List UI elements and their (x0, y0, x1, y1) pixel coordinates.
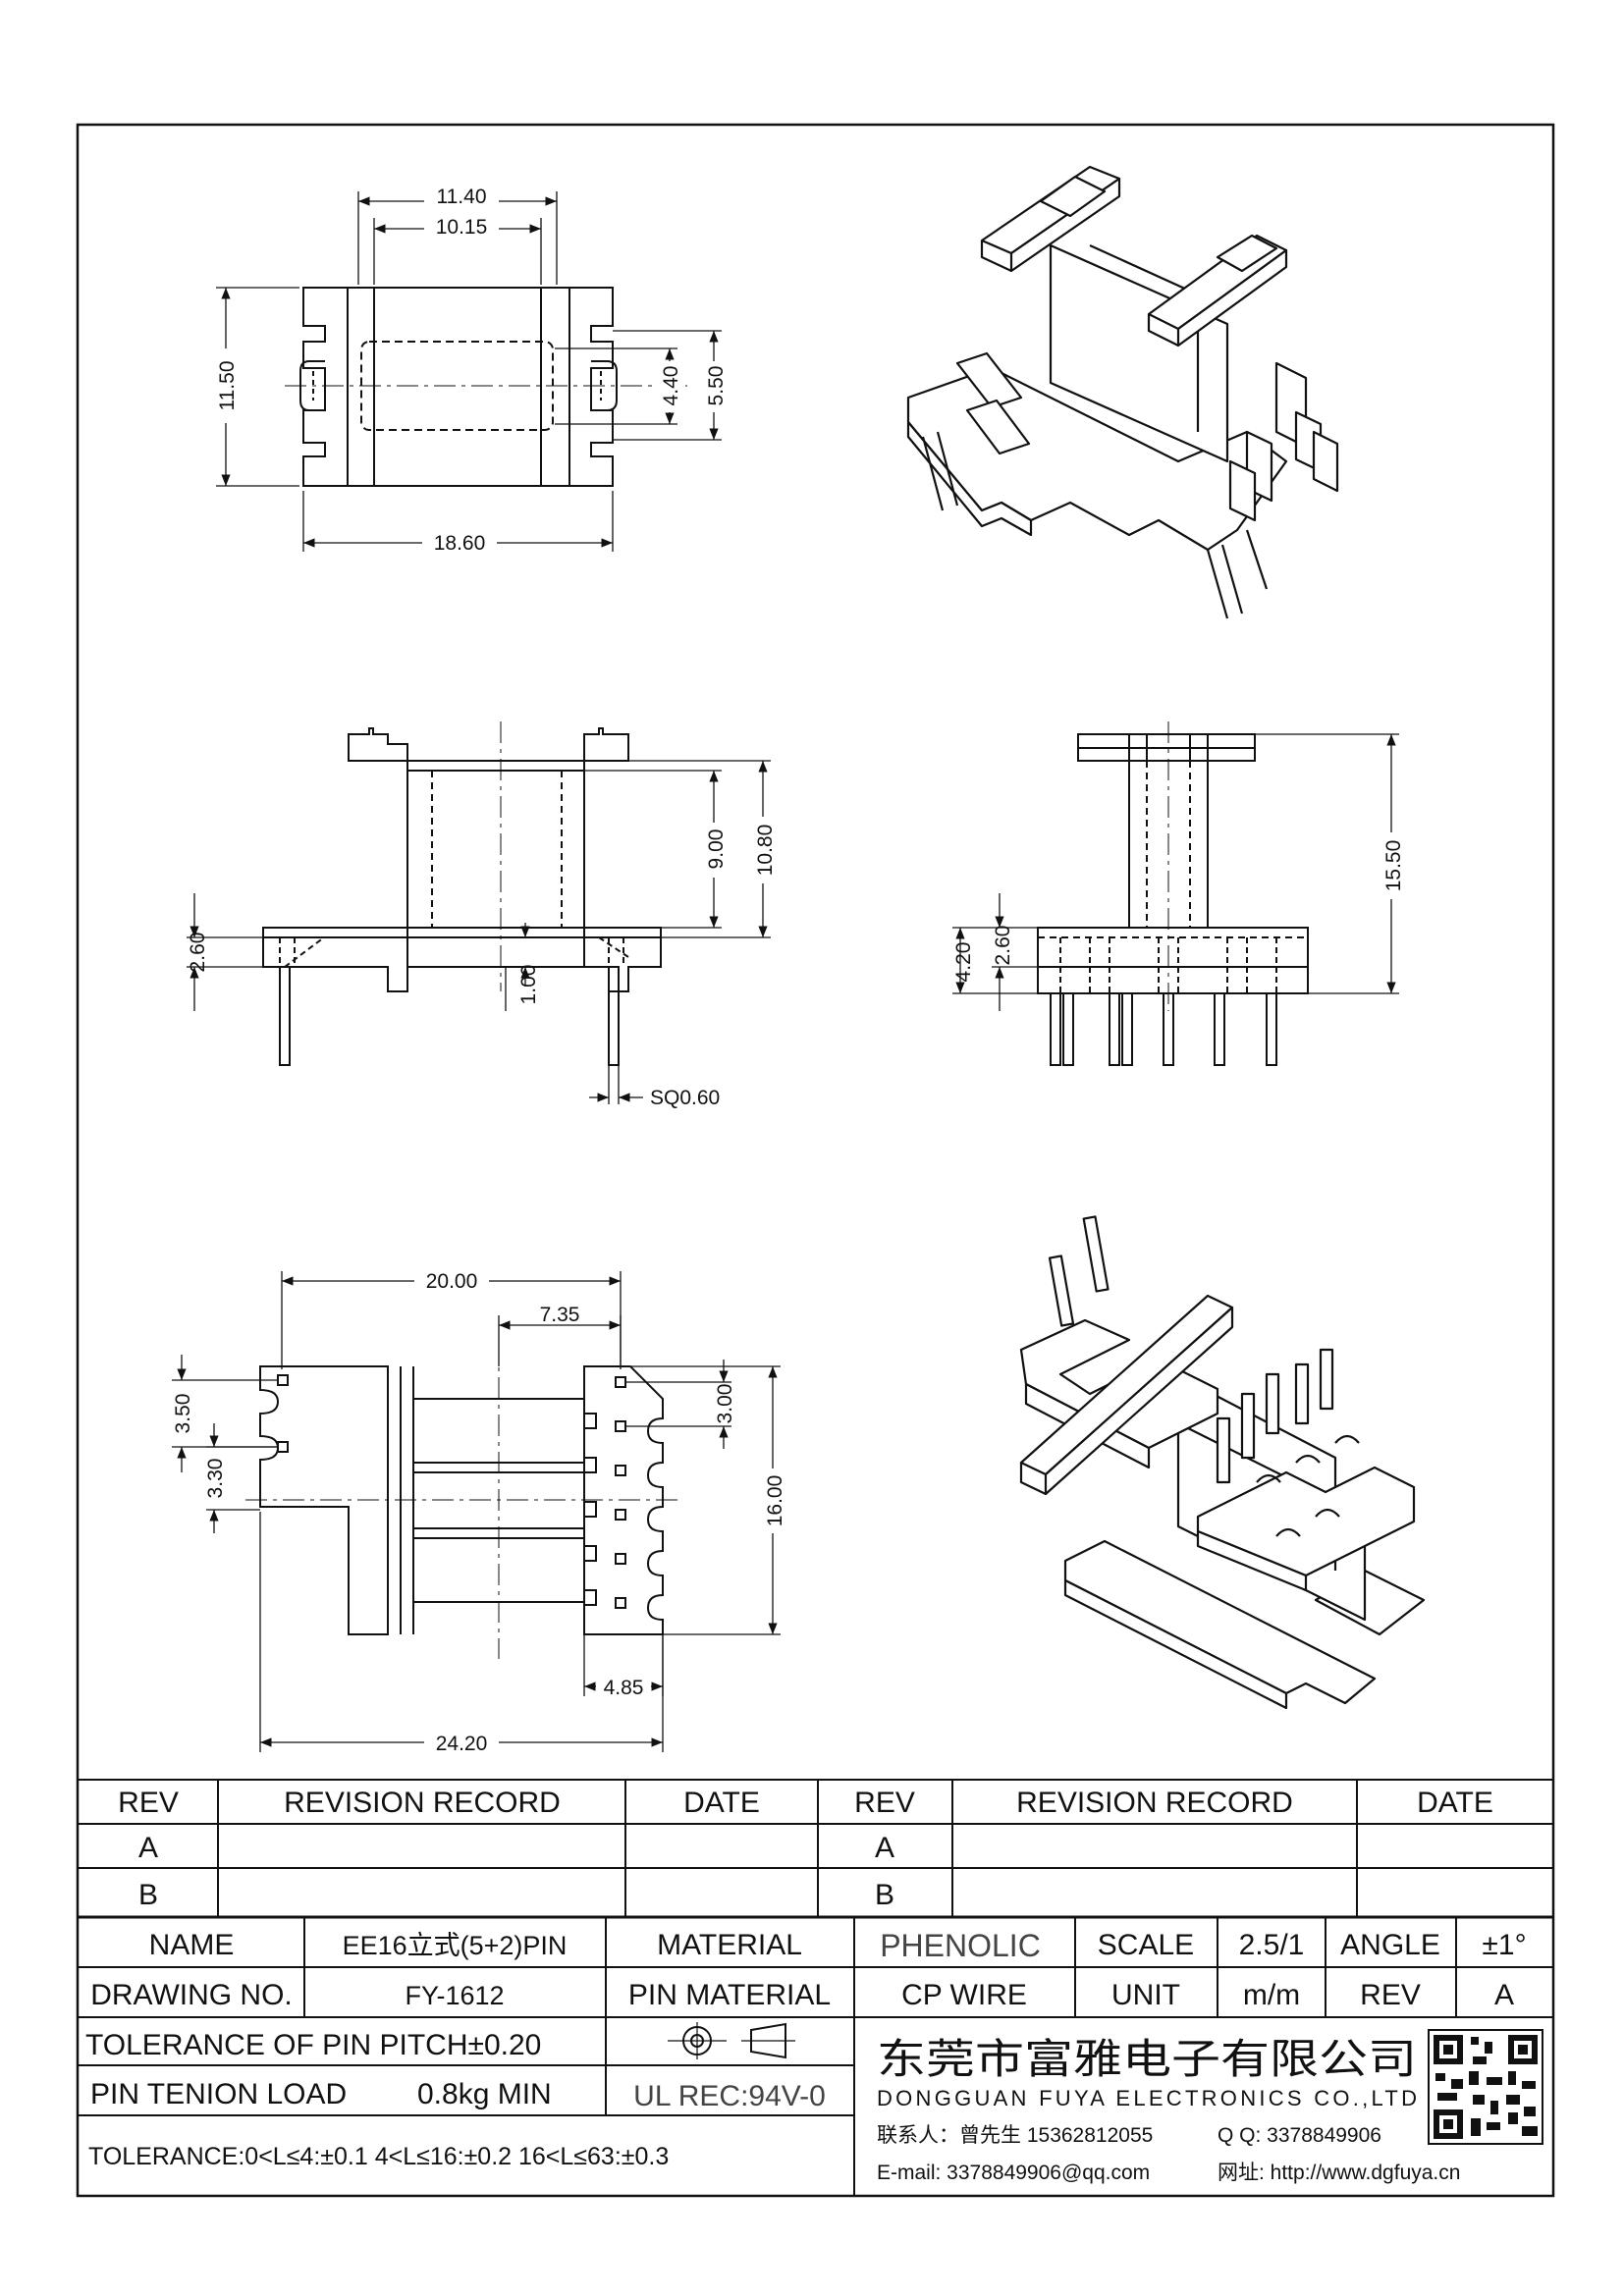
dim-3-30: 3.30 (204, 1459, 227, 1499)
dim-2-60-side: 2.60 (992, 926, 1014, 966)
date-header-2: DATE (1417, 1787, 1493, 1819)
dim-4-20: 4.20 (952, 942, 975, 983)
angle-value: ±1° (1482, 1929, 1526, 1961)
bottom-view (245, 1340, 677, 1659)
dim-20-00: 20.00 (426, 1270, 478, 1293)
dim-3-50: 3.50 (172, 1394, 194, 1434)
drawing-no-value: FY-1612 (405, 1981, 504, 2010)
front-view (262, 721, 662, 1066)
rev-label: REV (1360, 1979, 1421, 2011)
pin-tenion-value: 0.8kg MIN (417, 2078, 552, 2110)
side-view-dimensions (952, 733, 1399, 1011)
company-email: E-mail: 3378849906@qq.com (877, 2162, 1150, 2184)
rev-value: A (1494, 1979, 1514, 2011)
dim-11-40: 11.40 (437, 186, 487, 208)
qr-code-icon (1428, 2029, 1543, 2145)
dim-2-60-front: 2.60 (187, 933, 209, 973)
isometric-view-top (906, 165, 1339, 619)
dim-18-60: 18.60 (434, 532, 486, 555)
rev-header-1: REV (118, 1787, 179, 1819)
revision-table (78, 1779, 1553, 1919)
ul-rec: UL REC:94V-0 (633, 2080, 826, 2112)
company-name-en: DONGGUAN FUYA ELECTRONICS CO.,LTD (877, 2086, 1417, 2110)
revision-record-header-2: REVISION RECORD (1016, 1787, 1293, 1819)
material-label: MATERIAL (657, 1929, 802, 1961)
angle-label: ANGLE (1340, 1929, 1440, 1961)
scale-value: 2.5/1 (1239, 1929, 1305, 1961)
front-view-dimensions (187, 760, 771, 1104)
date-header-1: DATE (683, 1787, 760, 1819)
unit-value: m/m (1243, 1979, 1300, 2011)
pin-tenion-label: PIN TENION LOAD (90, 2078, 347, 2110)
name-label: NAME (149, 1929, 235, 1961)
rev-row-b-left: B (138, 1879, 158, 1911)
sheet-border (76, 123, 1555, 2198)
title-block (78, 1917, 1553, 2196)
company-qq: Q Q: 3378849906 (1218, 2124, 1381, 2147)
bottom-view-dimensions (172, 1271, 781, 1752)
rev-row-a-left: A (138, 1832, 158, 1864)
dim-sq0-60: SQ0.60 (650, 1087, 720, 1109)
top-view-dimensions (216, 191, 722, 552)
material-value: PHENOLIC (880, 1928, 1041, 1963)
unit-label: UNIT (1111, 1979, 1180, 2011)
drawing-no-label: DRAWING NO. (90, 1979, 293, 2011)
tolerance-general: TOLERANCE:0<L≤4:±0.1 4<L≤16:±0.2 16<L≤63… (88, 2143, 669, 2170)
dim-16-00: 16.00 (764, 1475, 786, 1527)
company-contact: 联系人：曾先生 15362812055 (877, 2124, 1153, 2147)
dim-10-15: 10.15 (436, 216, 488, 239)
company-name-cn: 东莞市富雅电子有限公司 (877, 2036, 1417, 2082)
dim-4-85: 4.85 (604, 1677, 644, 1699)
tolerance-pin-pitch: TOLERANCE OF PIN PITCH±0.20 (85, 2029, 541, 2061)
company-web: 网址: http://www.dgfuya.cn (1218, 2162, 1460, 2184)
isometric-view-bottom (1019, 1215, 1426, 1710)
dim-24-20: 24.20 (436, 1733, 488, 1755)
revision-record-header-1: REVISION RECORD (284, 1787, 561, 1819)
scale-label: SCALE (1098, 1929, 1194, 1961)
rev-row-b-right: B (875, 1879, 894, 1911)
dim-3-00: 3.00 (714, 1384, 736, 1424)
pin-material-value: CP WIRE (901, 1979, 1027, 2011)
dim-7-35: 7.35 (540, 1304, 580, 1326)
dim-10-80: 10.80 (754, 825, 777, 877)
side-view (1037, 721, 1309, 1066)
rev-header-2: REV (854, 1787, 915, 1819)
pin-material-label: PIN MATERIAL (628, 1979, 831, 2011)
top-view (285, 287, 687, 487)
dim-4-40: 4.40 (660, 366, 682, 406)
dim-11-50: 11.50 (216, 361, 239, 411)
name-value: EE16立式(5+2)PIN (343, 1931, 568, 1960)
dim-15-50: 15.50 (1382, 840, 1405, 892)
rev-row-a-right: A (875, 1832, 894, 1864)
dim-9-00: 9.00 (705, 829, 728, 870)
dim-5-50: 5.50 (705, 366, 728, 406)
dim-1-00: 1.00 (517, 965, 540, 1005)
projection-symbol-icon (668, 2022, 795, 2059)
